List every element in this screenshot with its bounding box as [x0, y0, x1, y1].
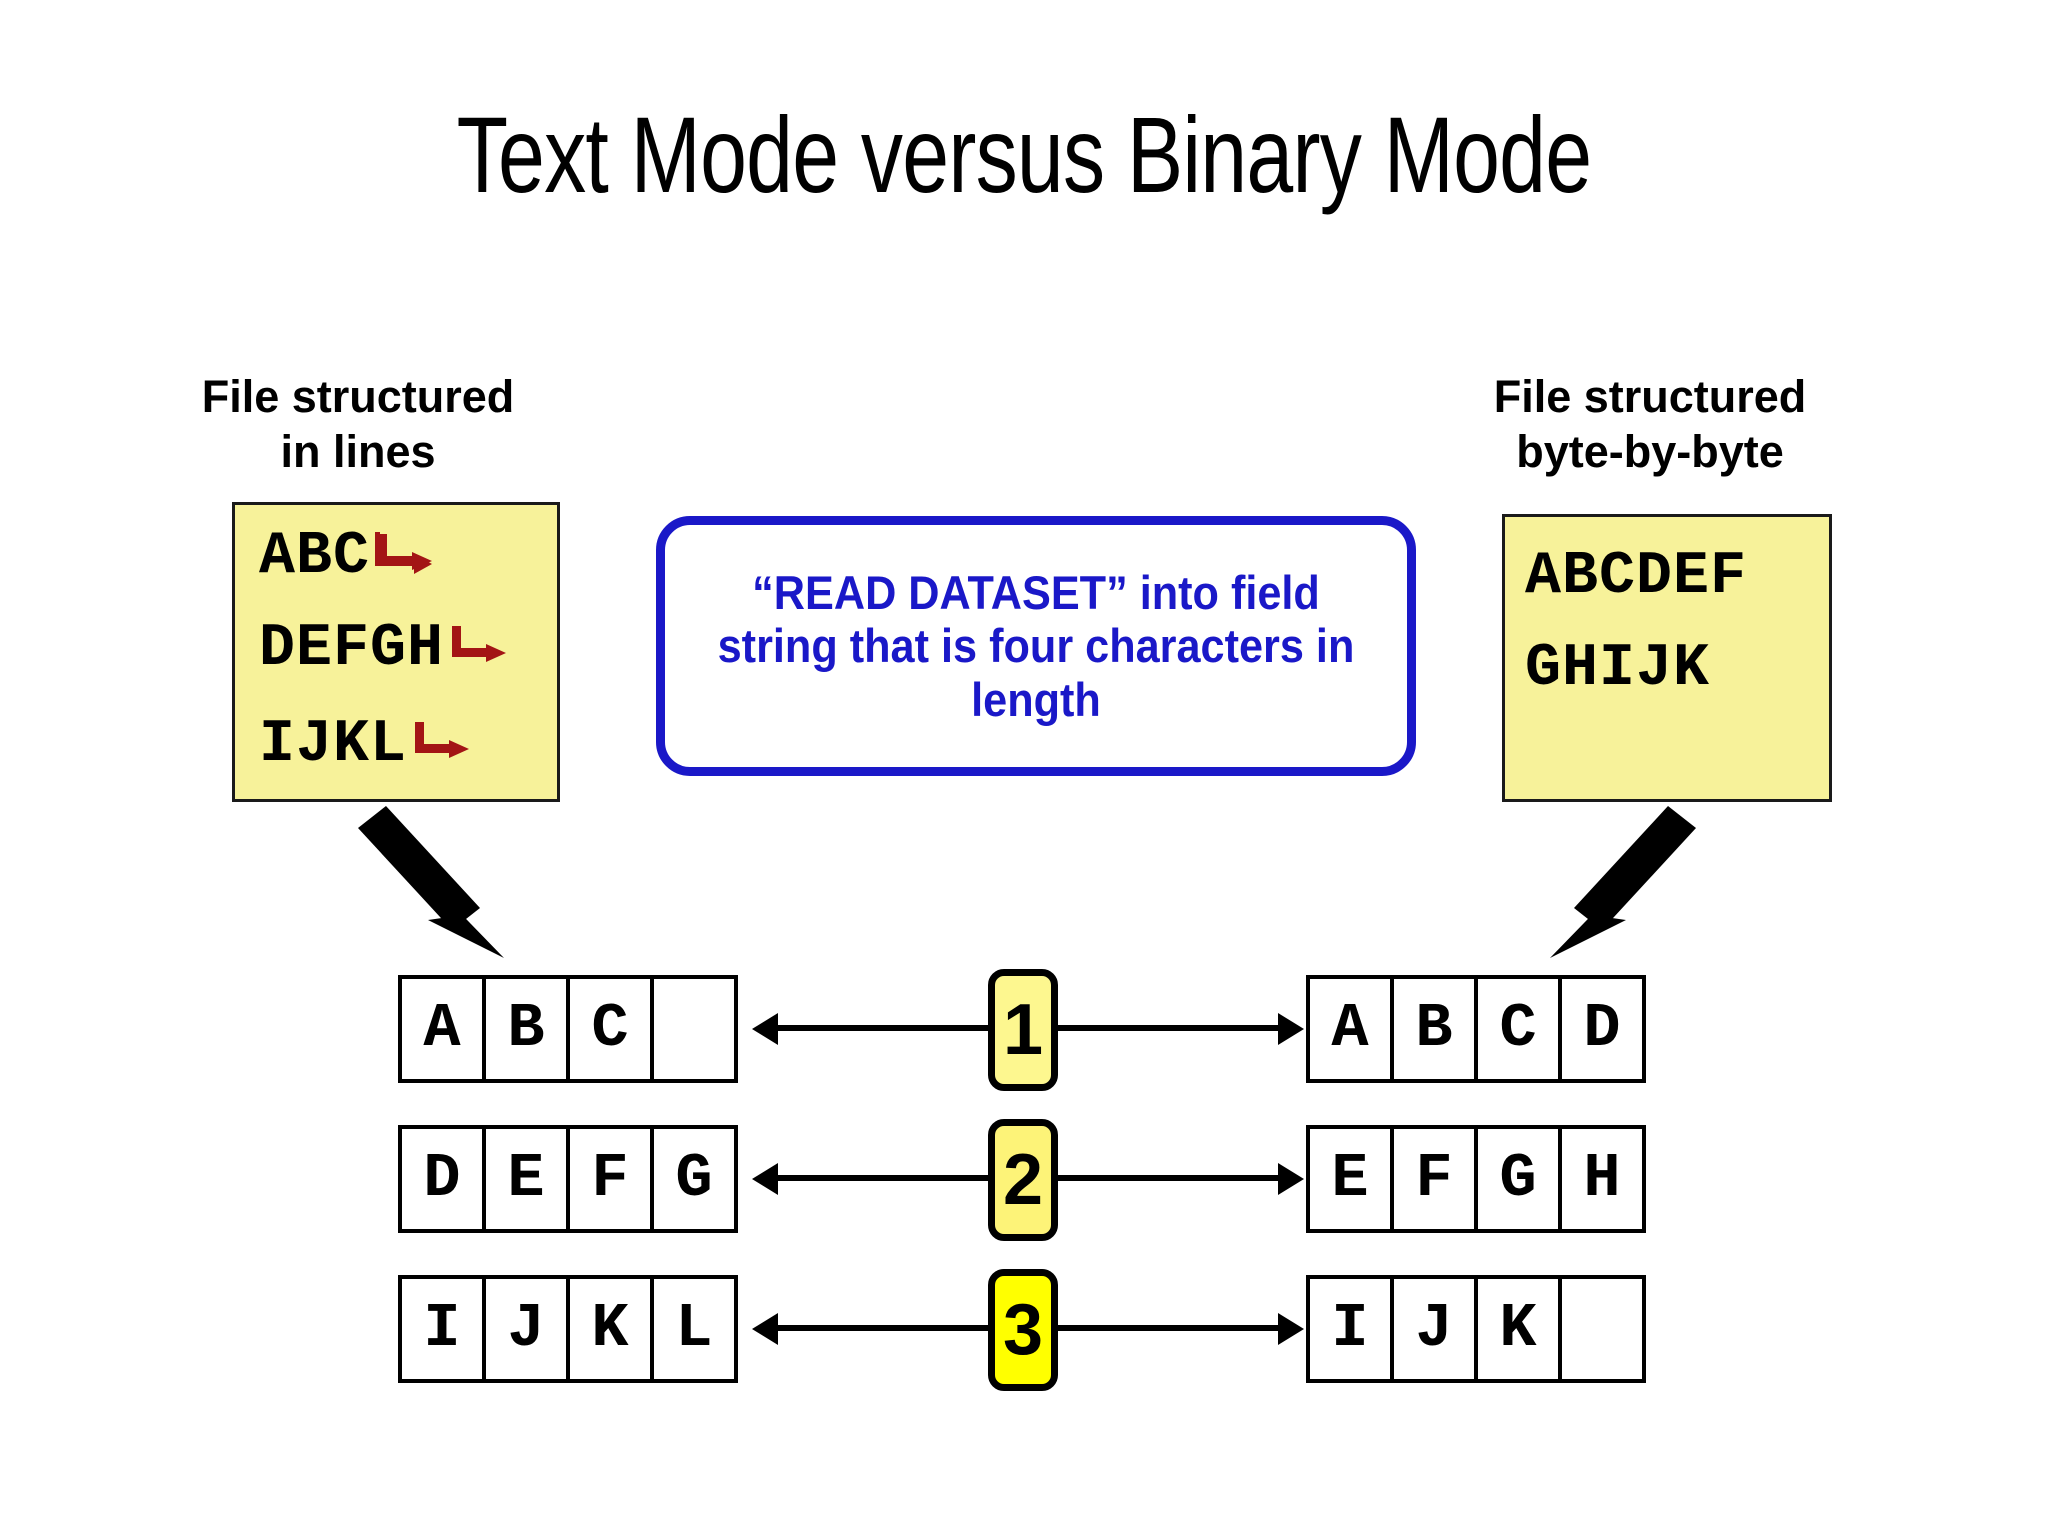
- left-file-line-1: ABC: [259, 523, 434, 591]
- right-arrowhead-icon: [1278, 1313, 1304, 1345]
- cell: A: [1306, 975, 1394, 1083]
- left-grid-row-3: I J K L: [398, 1275, 738, 1383]
- cell: I: [1306, 1275, 1394, 1383]
- read-connector-3: 3: [752, 1269, 1304, 1391]
- right-grid-row-1: A B C D: [1306, 975, 1646, 1083]
- read-connector-2: 2: [752, 1119, 1304, 1241]
- right-file-box: ABCDEF GHIJK: [1502, 514, 1832, 802]
- step-badge-2: 2: [988, 1119, 1058, 1241]
- newline-icon: [411, 720, 471, 762]
- cell: H: [1558, 1125, 1646, 1233]
- right-file-line-2: GHIJK: [1525, 635, 1711, 703]
- cell: [1558, 1275, 1646, 1383]
- right-grid-row-3: I J K: [1306, 1275, 1646, 1383]
- left-grid-row-1: A B C: [398, 975, 738, 1083]
- cell: F: [1390, 1125, 1478, 1233]
- left-column-caption: File structured in lines: [201, 371, 515, 477]
- cell: J: [482, 1275, 570, 1383]
- cell: I: [398, 1275, 486, 1383]
- cell: G: [1474, 1125, 1562, 1233]
- left-grid-row-2: D E F G: [398, 1125, 738, 1233]
- cell: K: [566, 1275, 654, 1383]
- cell: D: [1558, 975, 1646, 1083]
- cell: J: [1390, 1275, 1478, 1383]
- left-file-line-1-text: ABC: [259, 523, 371, 591]
- cell: E: [482, 1125, 570, 1233]
- cell: B: [482, 975, 570, 1083]
- cell: B: [1390, 975, 1478, 1083]
- left-file-line-3: IJKL: [259, 711, 471, 779]
- cell: L: [650, 1275, 738, 1383]
- cell: F: [566, 1125, 654, 1233]
- cell: C: [1474, 975, 1562, 1083]
- right-column-caption: File structured byte-by-byte: [1493, 371, 1807, 477]
- step-badge-3: 3: [988, 1269, 1058, 1391]
- down-right-arrow-icon: [352, 800, 542, 965]
- newline-icon: [374, 532, 434, 574]
- newline-icon: [448, 624, 508, 666]
- right-arrowhead-icon: [1278, 1013, 1304, 1045]
- cell: A: [398, 975, 486, 1083]
- cell: E: [1306, 1125, 1394, 1233]
- page-title: Text Mode versus Binary Mode: [456, 94, 1592, 215]
- left-arrowhead-icon: [752, 1313, 778, 1345]
- step-badge-1: 1: [988, 969, 1058, 1091]
- cell: C: [566, 975, 654, 1083]
- cell: D: [398, 1125, 486, 1233]
- left-file-box: ABC DEFGH IJKL: [232, 502, 560, 802]
- left-arrowhead-icon: [752, 1013, 778, 1045]
- right-file-line-1: ABCDEF: [1525, 543, 1748, 611]
- right-grid-row-2: E F G H: [1306, 1125, 1646, 1233]
- read-connector-1: 1: [752, 969, 1304, 1091]
- cell: [650, 975, 738, 1083]
- cell: G: [650, 1125, 738, 1233]
- read-dataset-callout: “READ DATASET” into field string that is…: [656, 516, 1416, 776]
- left-file-line-2-text: DEFGH: [259, 615, 445, 683]
- left-file-line-3-text: IJKL: [259, 711, 408, 779]
- left-file-line-2: DEFGH: [259, 615, 508, 683]
- down-left-arrow-icon: [1512, 800, 1702, 965]
- callout-text: “READ DATASET” into field string that is…: [717, 565, 1355, 726]
- left-arrowhead-icon: [752, 1163, 778, 1195]
- right-arrowhead-icon: [1278, 1163, 1304, 1195]
- cell: K: [1474, 1275, 1562, 1383]
